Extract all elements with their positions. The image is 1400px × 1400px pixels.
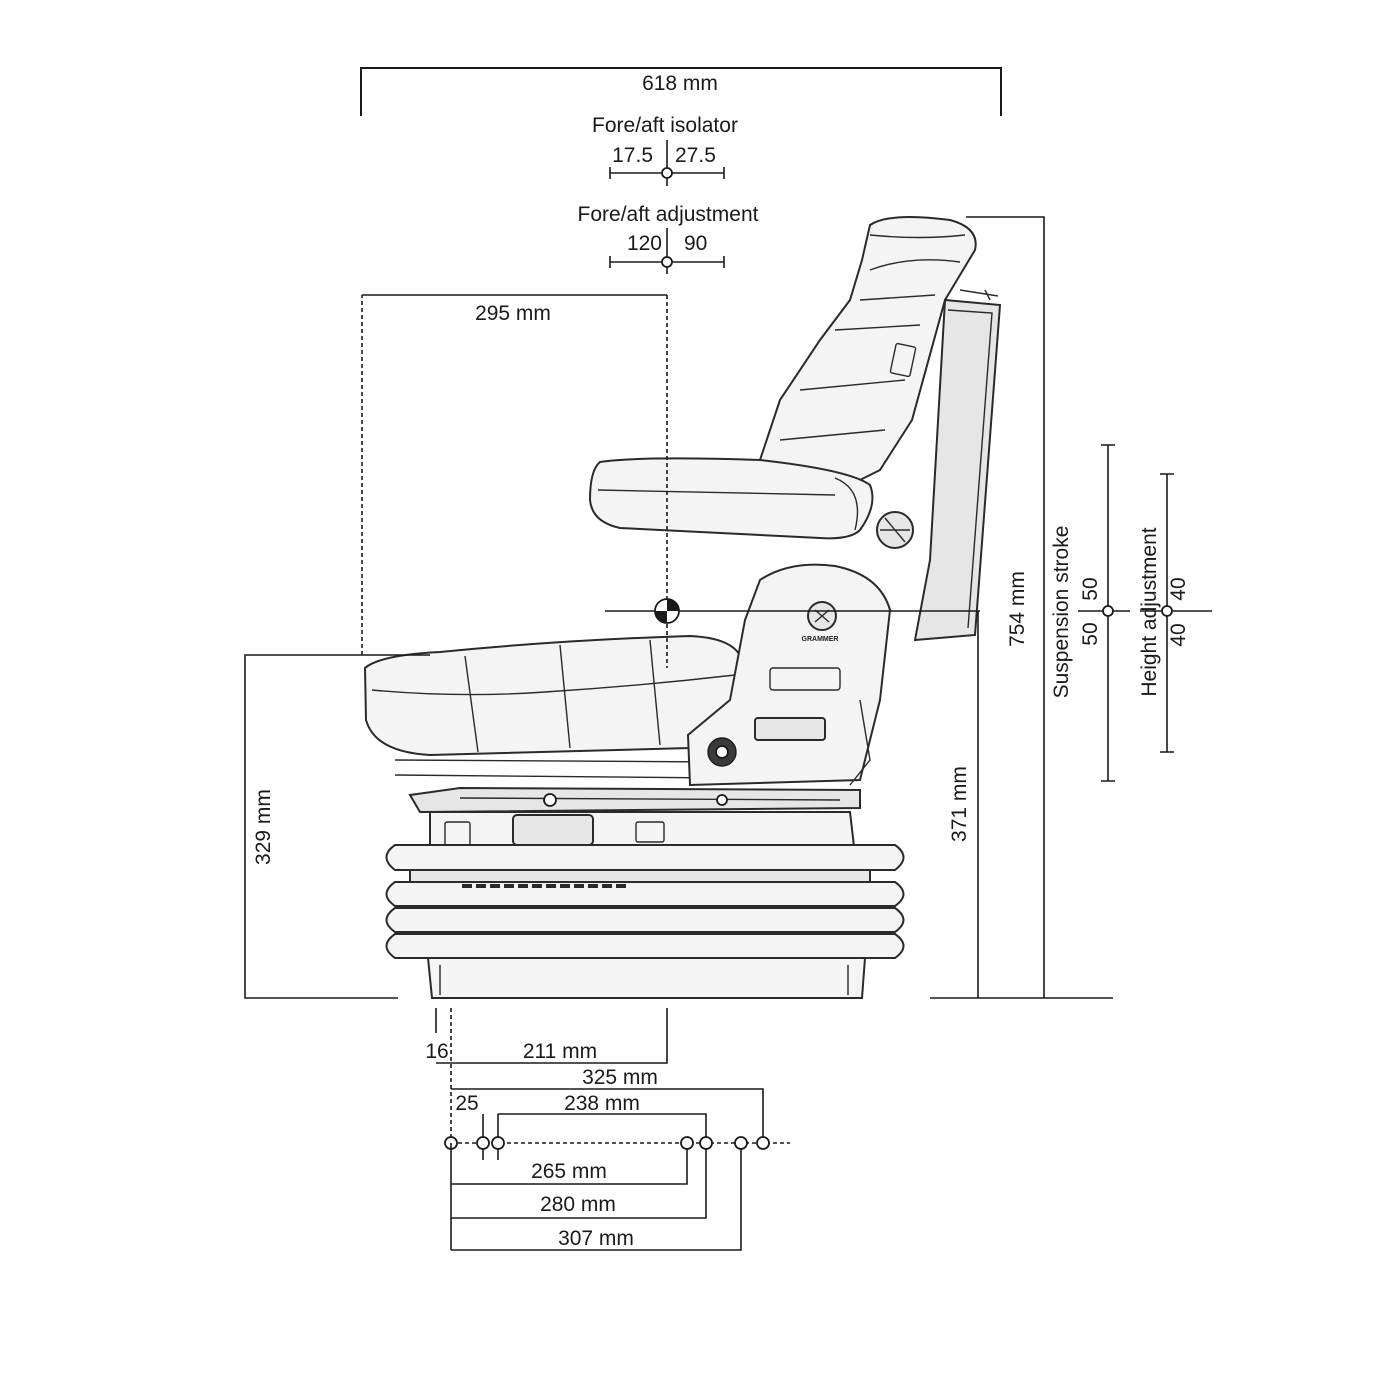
brand-badge: GRAMMER [802, 636, 839, 643]
mount-hole-icon [491, 1136, 505, 1150]
suspension-stroke-up: 50 [1079, 577, 1102, 600]
height-adjustment: Height adjustment 40 40 [1138, 473, 1212, 753]
mount-hole-icon [680, 1136, 694, 1150]
fore-aft-adjustment-right: 90 [684, 232, 707, 255]
suspension-stroke-down: 50 [1079, 622, 1102, 645]
mount-hole-icon [476, 1136, 490, 1150]
sip-to-front-label: 211 mm [523, 1040, 597, 1063]
backrest-frame [913, 298, 1002, 642]
armrest [588, 457, 874, 540]
isolator-center-icon [661, 167, 673, 179]
stroke-center-icon [1102, 605, 1114, 617]
mount-hole-icon [699, 1136, 713, 1150]
mount-hole-icon [756, 1136, 770, 1150]
overall-width-dimension: 618 mm [360, 67, 1002, 116]
seat-illustration: GRAMMER [363, 215, 1002, 999]
suspension-stroke: Suspension stroke 50 50 [1050, 444, 1130, 782]
base-offset-dimension: 16 211 mm [425, 1008, 668, 1140]
fore-aft-isolator-right: 27.5 [675, 144, 716, 167]
fore-aft-isolator: Fore/aft isolator 17.5 27.5 [592, 114, 738, 186]
mounting-pattern: 325 mm 25 238 mm 265 mm 280 mm 307 mm [444, 1066, 790, 1251]
sip-reference [605, 598, 980, 624]
span-325-label: 325 mm [582, 1066, 658, 1089]
fore-aft-adjustment: Fore/aft adjustment 120 90 [578, 203, 759, 274]
span-280-label: 280 mm [540, 1193, 616, 1216]
seat-height-label: 329 mm [252, 789, 275, 865]
suspension-bellows [385, 844, 905, 959]
suspension-height-label: 371 mm [948, 766, 971, 842]
base-offset-label: 16 [425, 1040, 448, 1063]
fore-aft-adjustment-left: 120 [627, 232, 662, 255]
fore-aft-isolator-title: Fore/aft isolator [592, 114, 738, 137]
mount-hole-icon [734, 1136, 748, 1150]
height-adjustment-up: 40 [1167, 577, 1190, 600]
seat-side-bracket [686, 563, 892, 787]
overall-height-label: 754 mm [1006, 571, 1029, 647]
overall-height-dimension: 754 mm [966, 216, 1045, 998]
seat-depth-label: 295 mm [475, 302, 551, 325]
height-adjustment-down: 40 [1167, 623, 1190, 646]
suspension-base [426, 957, 867, 999]
height-adjustment-center-icon [1161, 605, 1173, 617]
adjustment-center-icon [661, 256, 673, 268]
seat-height-dimension: 329 mm [244, 654, 430, 999]
overall-width-label: 618 mm [642, 72, 718, 95]
fore-aft-adjustment-title: Fore/aft adjustment [578, 203, 759, 226]
slide-rail [408, 786, 861, 814]
offset-25-label: 25 [455, 1092, 478, 1115]
suspension-height-dimension: 371 mm [930, 611, 1113, 999]
height-adjustment-title: Height adjustment [1138, 527, 1161, 696]
suspension-stroke-title: Suspension stroke [1050, 526, 1073, 699]
span-238-label: 238 mm [564, 1092, 640, 1115]
span-307-label: 307 mm [558, 1227, 634, 1250]
fore-aft-isolator-left: 17.5 [612, 144, 653, 167]
span-265-label: 265 mm [531, 1160, 607, 1183]
